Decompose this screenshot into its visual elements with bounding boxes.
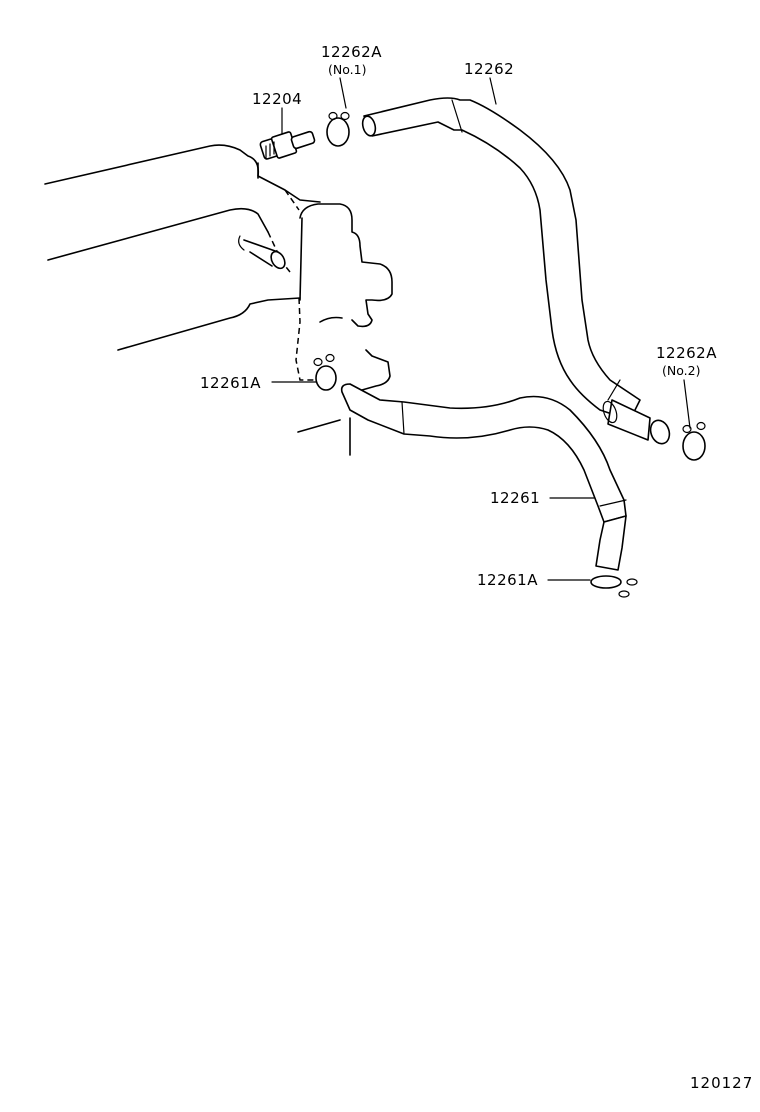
label-pcv-valve: 12204 (252, 90, 302, 108)
upper-hose (361, 97, 671, 445)
label-clamp-no1-note: (No.1) (328, 62, 366, 77)
clamp-no2 (682, 421, 706, 461)
lower-clamp-bottom (590, 575, 638, 598)
label-upper-hose: 12262 (464, 60, 514, 78)
clamp-no1 (326, 111, 350, 147)
label-clamp-no2-note: (No.2) (662, 363, 700, 378)
label-lower-hose: 12261 (490, 489, 540, 507)
leader-lines (271, 77, 691, 581)
pcv-housing (238, 189, 393, 391)
label-clamp-no2-part: 12262A (656, 344, 717, 362)
label-clamp-no1-part: 12262A (321, 43, 382, 61)
pcv-valve (259, 130, 316, 160)
lower-clamp-top (313, 353, 337, 391)
lower-hose (340, 383, 627, 571)
label-lower-clamp-top: 12261A (200, 374, 261, 392)
label-lower-clamp-bottom: 12261A (477, 571, 538, 589)
figure-number: 120127 (690, 1074, 753, 1092)
engine-outline (44, 144, 351, 456)
